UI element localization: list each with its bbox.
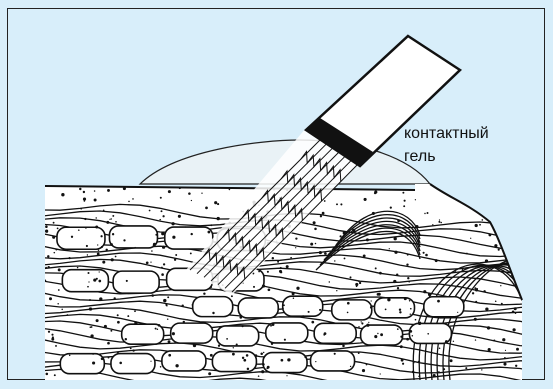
contact-gel-label-line-2: гель [404,147,436,167]
contact-gel-label-line-1: контактный [404,124,489,144]
ultrasound-probe [306,36,460,166]
